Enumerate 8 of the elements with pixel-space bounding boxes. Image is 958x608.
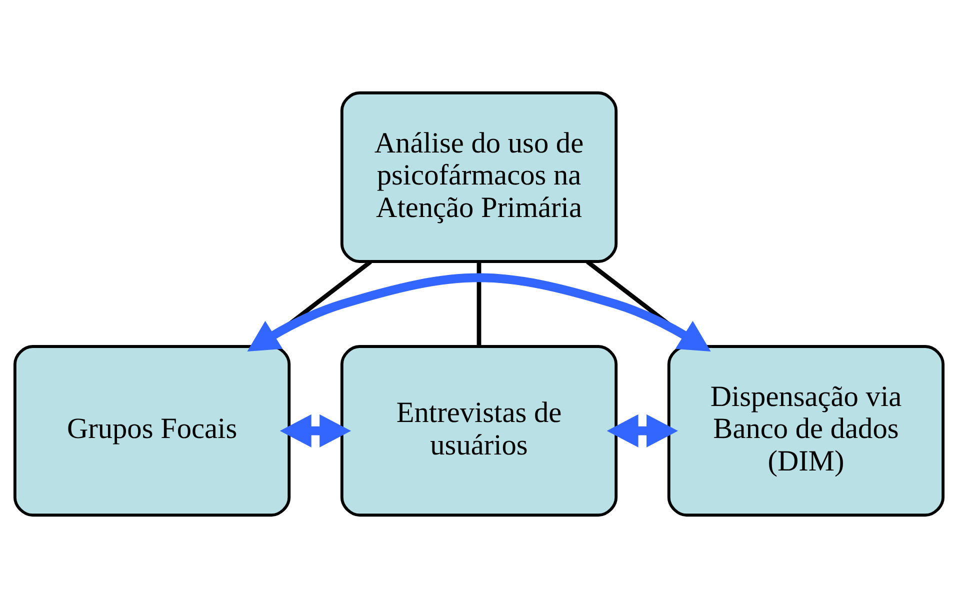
node-box: Análise do uso de psicofármacos na Atenção Primária: [340, 91, 618, 263]
node-box: Dispensação via Banco de dados (DIM): [667, 345, 945, 517]
arrow: [280, 414, 352, 448]
connector: [476, 262, 482, 346]
node-box: Entrevistas de usuários: [340, 345, 618, 517]
node-box: Grupos Focais: [13, 345, 291, 517]
arrow: [606, 414, 678, 448]
arrow: [247, 273, 711, 352]
